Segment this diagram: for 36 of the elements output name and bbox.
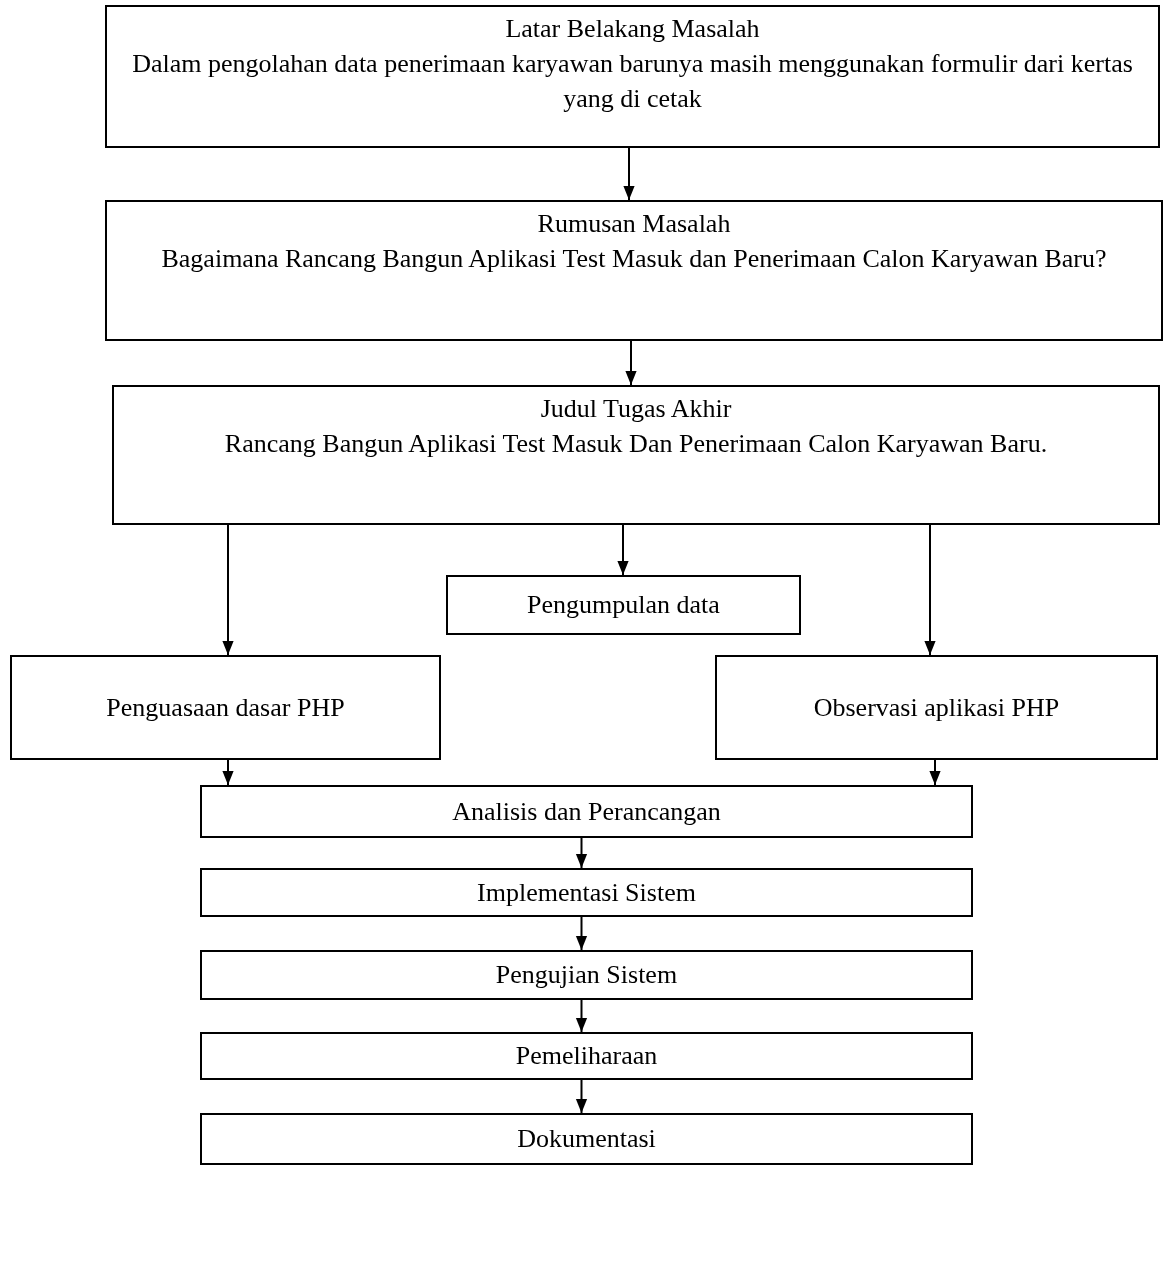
arrow — [575, 1079, 588, 1114]
box-heading: Judul Tugas Akhir — [540, 393, 732, 425]
process-box — [446, 575, 801, 635]
box-heading: Latar Belakang Masalah — [505, 13, 760, 45]
box-text: Dokumentasi — [517, 1123, 656, 1156]
arrow — [575, 999, 588, 1033]
box-text: Pemeliharaan — [515, 1040, 658, 1073]
process-box — [200, 950, 973, 1000]
arrow — [222, 524, 234, 656]
box-text: Pengujian Sistem — [495, 959, 678, 992]
process-box — [105, 5, 1160, 148]
box-text: Bagaimana Rancang Bangun Aplikasi Test Masuk dan Penerimaan Calon Karyawan Baru? — [161, 243, 1107, 276]
box-text: Rancang Bangun Aplikasi Test Masuk Dan Penerimaan Calon Karyawan Baru. — [224, 428, 1048, 461]
box-text: Observasi aplikasi PHP — [813, 691, 1060, 724]
process-box — [200, 1032, 973, 1080]
arrow — [222, 759, 234, 786]
arrow — [929, 759, 941, 786]
box-text: Analisis dan Perancangan — [452, 795, 721, 828]
box-text: Penguasaan dasar PHP — [106, 691, 345, 724]
arrow — [623, 147, 635, 201]
box-text: Dalam pengolahan data penerimaan karyawan barunya masih menggunakan formulir dari kertas yang di cetak — [131, 48, 1134, 116]
box-text: Implementasi Sistem — [477, 876, 696, 909]
process-box — [715, 655, 1158, 760]
process-box — [200, 868, 973, 917]
process-box — [200, 785, 973, 838]
arrow — [617, 524, 629, 576]
box-text: Pengumpulan data — [527, 589, 720, 622]
box-heading: Rumusan Masalah — [537, 208, 731, 240]
process-box — [112, 385, 1160, 525]
arrow — [625, 340, 637, 386]
process-box — [10, 655, 441, 760]
arrow — [924, 524, 936, 656]
process-box — [105, 200, 1163, 341]
arrow — [575, 837, 588, 869]
process-box — [200, 1113, 973, 1165]
arrow — [575, 916, 588, 951]
